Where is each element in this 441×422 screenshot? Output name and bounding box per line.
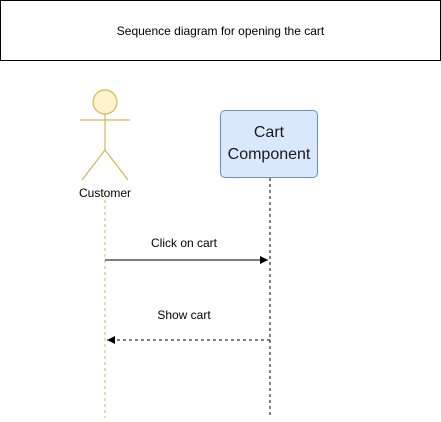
diagram-title: Sequence diagram for opening the cart bbox=[116, 23, 325, 38]
cart-component-label: Cart Component bbox=[227, 124, 311, 163]
message-label-show-cart: Show cart bbox=[157, 308, 211, 322]
actor-head bbox=[92, 89, 118, 115]
cart-component-box: Cart Component bbox=[220, 110, 318, 178]
actor-left-leg bbox=[81, 149, 106, 181]
actor-stick-figure-icon bbox=[80, 89, 130, 181]
diagram-title-box: Sequence diagram for opening the cart bbox=[0, 0, 441, 61]
message-label-click-on-cart: Click on cart bbox=[150, 236, 218, 250]
actor-label: Customer bbox=[78, 186, 131, 200]
actor-right-leg bbox=[104, 149, 129, 181]
